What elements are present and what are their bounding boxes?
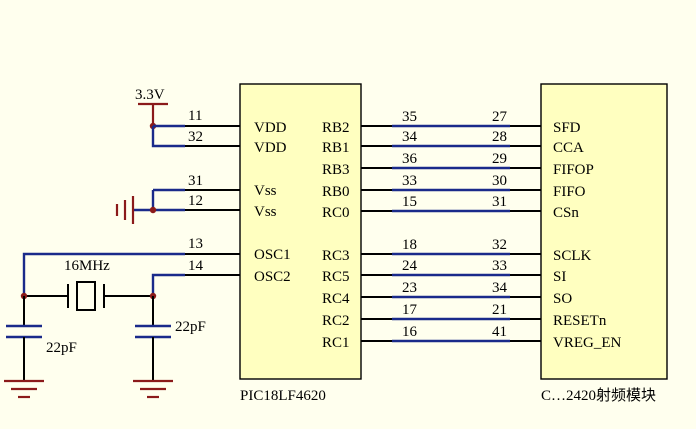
mcu-right-pin-label: RC1 [322,335,350,351]
mcu-left-pin-label: Vss [254,204,277,220]
mcu-right-pin-label: RC5 [322,269,350,285]
mcu-right-pin-num: 34 [402,129,418,145]
mcu-left-pin-label: Vss [254,183,277,199]
cap-left-label: 22pF [46,340,77,356]
mcu-right-pin-num: 23 [402,280,417,296]
radio-pin-label: SFD [553,120,581,136]
mcu-left-pins: 11 VDD 32 VDD 31 Vss 12 Vss 13 OSC1 14 O… [185,108,291,285]
mcu-right-pin-num: 33 [402,173,417,189]
mcu-left-pin-num: 31 [188,173,203,189]
radio-pin-num: 27 [492,109,508,125]
radio-pin-label: FIFOP [553,162,594,178]
radio-pin-num: 32 [492,237,507,253]
mcu-right-pin-label: RC4 [322,291,350,307]
radio-pin-num: 21 [492,302,507,318]
osc1-wire [22,252,185,296]
mcu-left-pin-label: OSC2 [254,269,291,285]
crystal-icon [76,281,96,311]
radio-pin-num: 33 [492,258,507,274]
radio-module-name: C…2420射频模块 [541,387,656,404]
radio-pin-label: SI [553,269,566,285]
mcu-left-pin-label: VDD [254,120,287,136]
radio-pin-label: FIFO [553,184,586,200]
radio-pin-num: 34 [492,280,508,296]
radio-pin-num: 29 [492,151,507,167]
vss-junction [149,206,157,214]
osc2-wire [151,273,185,296]
mcu-right-pin-num: 24 [402,258,418,274]
radio-pin-label: CCA [553,140,584,156]
mcu-left-pin-label: VDD [254,140,287,156]
mcu-right-pin-label: RC2 [322,313,350,329]
mcu-right-pin-num: 35 [402,109,417,125]
mcu-right-pin-num: 16 [402,324,418,340]
cap-right-label: 22pF [175,319,206,335]
vdd-wire-32 [151,126,185,148]
radio-pin-label: CSn [553,205,579,221]
mcu-right-pin-label: RC3 [322,248,350,264]
mcu-right-pin-num: 36 [402,151,418,167]
mcu-left-pin-num: 14 [188,258,204,274]
mcu-left-pin-num: 11 [188,108,202,124]
mcu-name: PIC18LF4620 [240,388,326,404]
mcu-left-pin-num: 32 [188,129,203,145]
mcu-left-pin-num: 13 [188,236,203,252]
radio-pin-label: RESETn [553,313,607,329]
mcu-right-pin-num: 17 [402,302,418,318]
mcu-left-pin-num: 12 [188,193,203,209]
radio-pin-label: SO [553,291,572,307]
mcu-right-pin-label: RC0 [322,205,350,221]
mcu-right-pin-label: RB2 [322,120,350,136]
supply-label: 3.3V [135,87,165,103]
radio-pin-label: SCLK [553,248,592,264]
mcu-right-pin-label: RB3 [322,162,350,178]
mcu-left-pin-label: OSC1 [254,247,291,263]
radio-pin-label: VREG_EN [553,335,621,351]
mcu-right-pin-label: RB0 [322,184,350,200]
radio-module-chip [540,83,668,380]
mcu-chip [239,83,362,380]
mcu-right-pin-num: 15 [402,194,417,210]
crystal-label: 16MHz [64,258,110,274]
radio-pin-num: 31 [492,194,507,210]
radio-pin-num: 30 [492,173,507,189]
mcu-right-pin-label: RB1 [322,140,350,156]
radio-pin-num: 28 [492,129,507,145]
radio-pin-num: 41 [492,324,507,340]
mcu-right-pin-num: 18 [402,237,417,253]
